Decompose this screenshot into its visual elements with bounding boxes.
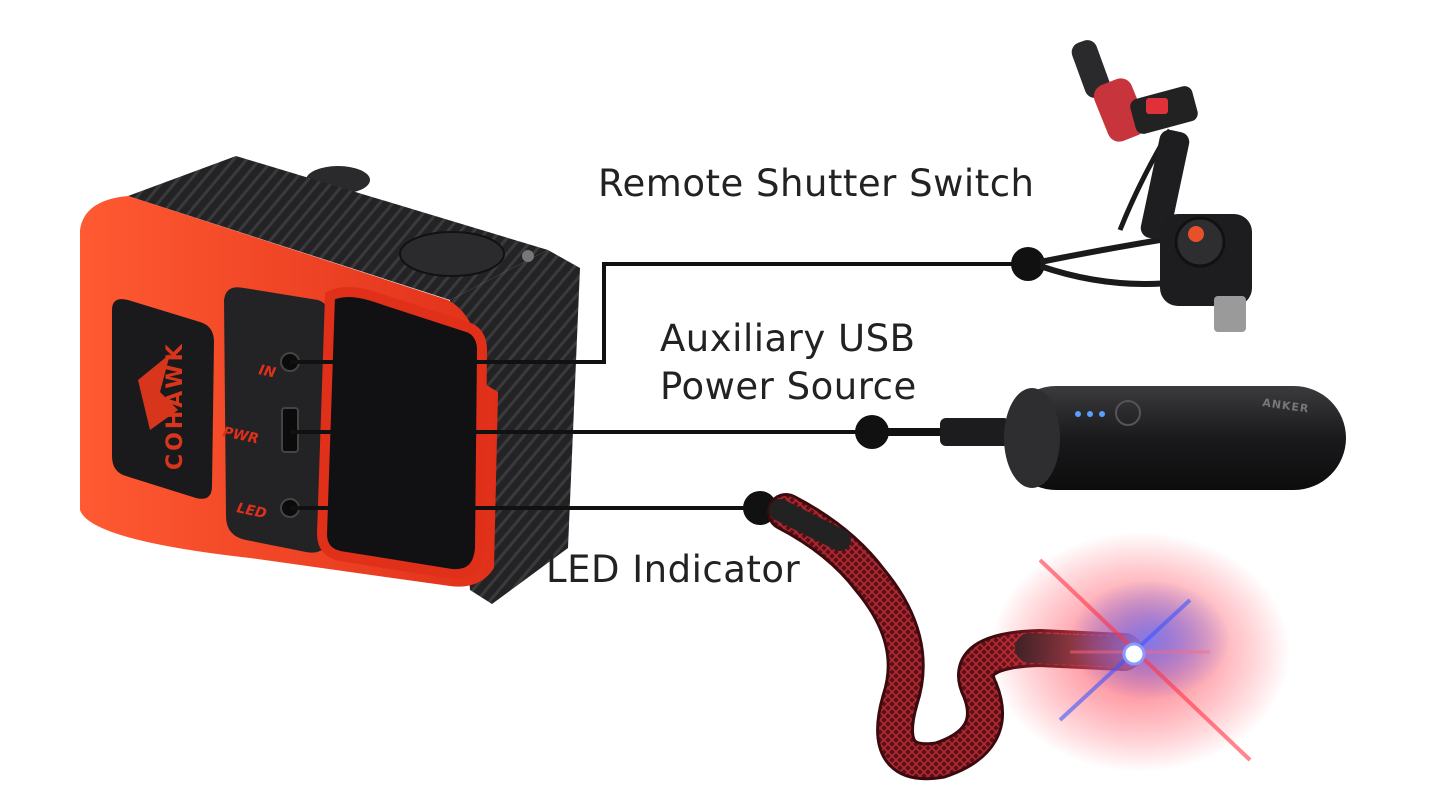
usb-power-bank: ANKER (888, 386, 1346, 490)
usb-power-callout-dot (855, 415, 889, 449)
remote-cable-2 (1039, 263, 1181, 287)
led-indicator-cable (767, 493, 1290, 781)
usb-power-source-label: Auxiliary USB Power Source (660, 315, 917, 411)
remote-mount-bolt (1214, 296, 1246, 332)
led-indicator-text: LED Indicator (546, 548, 801, 591)
camera-brand-logo (138, 354, 178, 430)
remote-switch-dial (1174, 216, 1226, 268)
camera-shutter-button (399, 231, 505, 277)
remote-shutter-switch (1039, 40, 1252, 332)
handlebar-grip (1093, 78, 1147, 142)
led-indicator-label: LED Indicator (546, 546, 800, 594)
power-bank-indicator-2 (1087, 411, 1093, 417)
remote-arm (1140, 129, 1190, 241)
port-led-label: LED (235, 500, 268, 522)
power-bank-indicator-3 (1099, 411, 1105, 417)
power-bank-indicator-1 (1075, 411, 1081, 417)
remote-cable (1039, 237, 1161, 265)
led-flare-red (1038, 558, 1252, 762)
usb-connector (940, 418, 1010, 446)
usb-power-source-line-1: Auxiliary USB (660, 317, 916, 360)
port-pwr-label: PWR (221, 424, 260, 447)
led-blue-glow (1070, 580, 1230, 700)
port-in-label: IN (257, 362, 277, 381)
remote-switch-button (1188, 226, 1204, 242)
remote-shutter-switch-label: Remote Shutter Switch (598, 160, 1035, 208)
remote-shutter-callout-dot (1011, 247, 1045, 281)
action-camera: COHAWK IN PWR LED (80, 156, 580, 604)
led-bulb (1122, 642, 1146, 666)
led-cable-shrink-start (769, 499, 851, 551)
remote-shutter-leader-line (290, 262, 1028, 364)
led-braided-sleeve (770, 496, 1140, 778)
camera-port-panel (224, 287, 330, 553)
usb-power-source-line-2: Power Source (660, 365, 917, 408)
remote-shutter-switch-text: Remote Shutter Switch (598, 162, 1035, 205)
callout-lines (290, 262, 1028, 510)
power-bank-button (1115, 400, 1141, 426)
camera-status-light (522, 250, 534, 262)
power-bank-end-cap (1004, 388, 1060, 488)
remote-red-button (1146, 98, 1168, 114)
handlebar-end (1071, 40, 1111, 98)
